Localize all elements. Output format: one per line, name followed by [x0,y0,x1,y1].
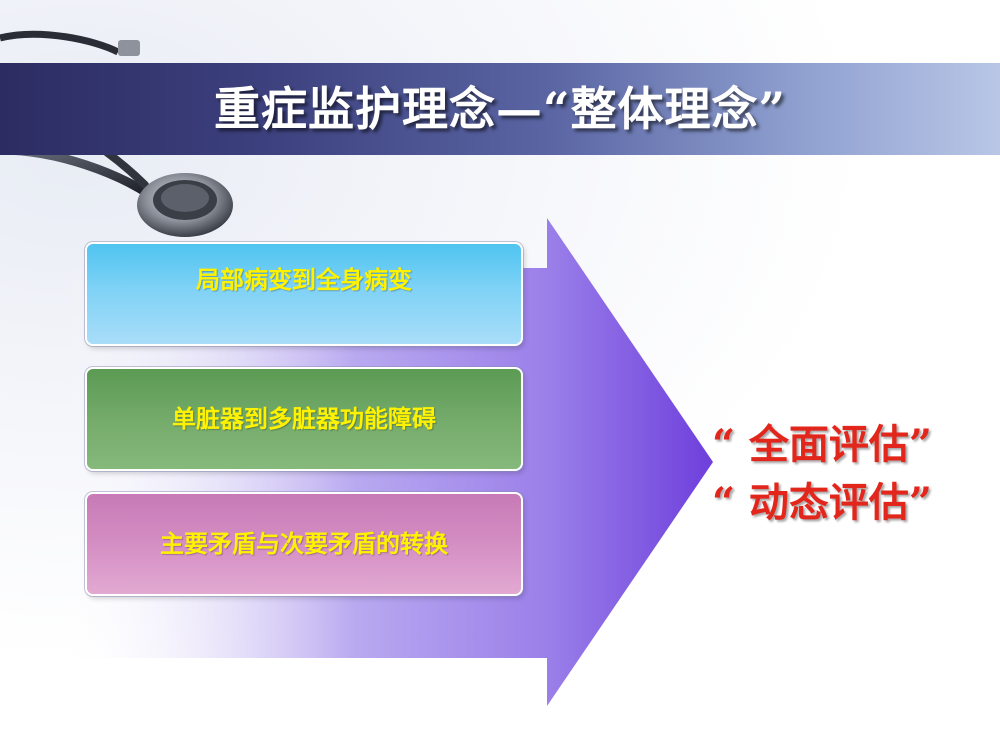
result-dynamic-assessment: “ 动态评估” [712,479,932,526]
item-label: 主要矛盾与次要矛盾的转换 [160,530,448,558]
item-box-single-to-multi-organ: 单脏器到多脏器功能障碍 [85,367,523,471]
slide-title: 重症监护理念—“整体理念” [214,82,786,136]
result-comprehensive-assessment: “ 全面评估” [712,421,932,468]
title-band [0,63,1000,155]
item-box-local-to-systemic: 局部病变到全身病变 [85,242,523,346]
item-label: 局部病变到全身病变 [196,266,412,294]
item-box-primary-secondary-conflict: 主要矛盾与次要矛盾的转换 [85,492,523,596]
item-label: 单脏器到多脏器功能障碍 [172,405,436,433]
